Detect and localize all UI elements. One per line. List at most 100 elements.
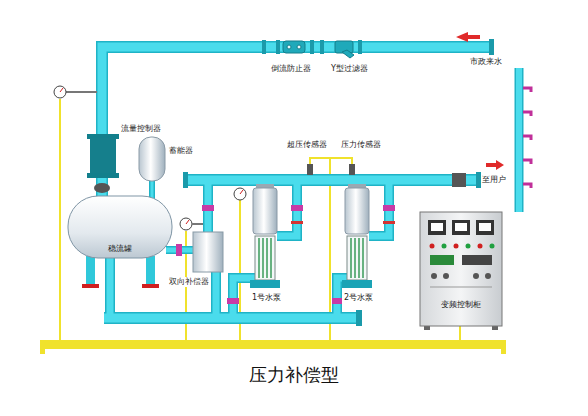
control-cabinet-body: [430, 255, 454, 265]
check-valve: [291, 221, 303, 224]
flow-controller: [87, 134, 119, 193]
pump: [351, 238, 363, 278]
flow-controller: [87, 173, 119, 178]
compensator: [193, 232, 223, 272]
pump: [345, 188, 369, 234]
control-cabinet-body: [452, 220, 470, 235]
check-valve: [291, 221, 395, 224]
stabilizer-tank: [142, 284, 159, 288]
flange: [358, 40, 362, 54]
pipe: [516, 68, 522, 212]
pressure-gauge: [192, 223, 203, 225]
flow-controller: [94, 183, 110, 193]
flange: [310, 40, 314, 54]
tap: [523, 136, 531, 140]
control-cabinet: 变频控制柜: [420, 212, 502, 326]
sensor: [307, 164, 355, 175]
pipe: [186, 176, 478, 185]
diagram-caption: 压力补偿型: [0, 364, 588, 386]
valve: [202, 205, 214, 211]
sensor: [307, 164, 313, 175]
sensor: [349, 164, 355, 175]
pump: [342, 280, 372, 288]
pump: [253, 188, 277, 234]
pipe-outline: [233, 180, 297, 318]
control-cabinet-body: [442, 244, 447, 249]
y-filter: [335, 41, 354, 58]
part-label: 2号水泵: [343, 293, 374, 303]
part-label: 1号水泵: [251, 293, 282, 303]
backflow-preventer: [287, 45, 291, 49]
pipe-outline: [515, 68, 524, 212]
control-cabinet-body: [430, 244, 435, 249]
stabilizer-tank: [68, 196, 172, 288]
pump: [347, 236, 367, 280]
pressure-gauge: [66, 91, 97, 93]
tap: [523, 184, 531, 188]
control-cabinet-body: [476, 220, 494, 235]
part-label: 蓄能器: [168, 146, 194, 156]
stabilizer-tank: [86, 256, 95, 286]
pump: [255, 236, 275, 280]
backflow-preventer: [283, 41, 305, 53]
pipe-outline: [102, 47, 492, 140]
pipe-outline: [337, 180, 389, 318]
part-label: 市政来水: [469, 57, 503, 67]
stabilizer-tank: 稳流罐: [68, 196, 172, 258]
pipe-outline: [105, 256, 115, 318]
part-label: 双向补偿器: [168, 277, 210, 287]
accumulator: [139, 137, 165, 181]
compensator: [193, 232, 223, 272]
node-label: 稳流罐: [108, 244, 132, 254]
valve: [452, 173, 466, 187]
backflow-preventer: [283, 41, 305, 53]
flow-arrow: [486, 160, 504, 170]
control-cabinet-body: [420, 212, 502, 326]
control-cabinet-body: [431, 273, 437, 279]
pipe-outline: [186, 174, 478, 186]
accumulator: [139, 137, 165, 181]
pressure-gauge: [240, 190, 243, 194]
y-filter: [342, 50, 354, 58]
backflow-preventer: [297, 45, 301, 49]
flow-arrow: [456, 32, 504, 170]
pipe: [102, 47, 492, 140]
pipe: [213, 272, 220, 318]
control-cabinet-body: [466, 244, 471, 249]
flange: [276, 40, 280, 54]
pipe: [337, 180, 389, 318]
part-label: 至用户: [481, 175, 507, 185]
node-label: 变频控制柜: [441, 300, 481, 310]
valve: [291, 205, 303, 211]
flange: [356, 310, 362, 326]
flange: [489, 39, 494, 55]
valve: [383, 205, 395, 211]
control-cabinet-body: [431, 223, 443, 231]
control-cabinet-body: [420, 212, 502, 330]
ground-bar: [501, 340, 506, 354]
pressure-gauge: [234, 188, 246, 200]
control-cabinet-body: [485, 273, 491, 279]
signal-wire: [459, 326, 461, 341]
tap: [523, 88, 531, 188]
tap: [523, 160, 531, 164]
control-cabinet-body: [462, 255, 492, 265]
valve: [227, 298, 239, 304]
signal-wire: [59, 99, 61, 341]
pipe: [107, 256, 114, 318]
pipe-outline: [211, 272, 221, 318]
control-cabinet-body: [443, 273, 449, 279]
valve: [176, 244, 182, 256]
flange: [320, 40, 324, 54]
control-cabinet-body: [478, 244, 483, 249]
check-valve: [383, 221, 395, 224]
flow-arrow: [456, 32, 480, 42]
pipe-outline: [149, 180, 155, 199]
control-cabinet-body: [454, 244, 459, 249]
control-cabinet-body: [490, 244, 495, 249]
tap: [523, 112, 531, 116]
flange: [183, 172, 188, 188]
part-label: 超压传感器: [286, 140, 328, 150]
stabilizer-tank: [146, 256, 155, 286]
